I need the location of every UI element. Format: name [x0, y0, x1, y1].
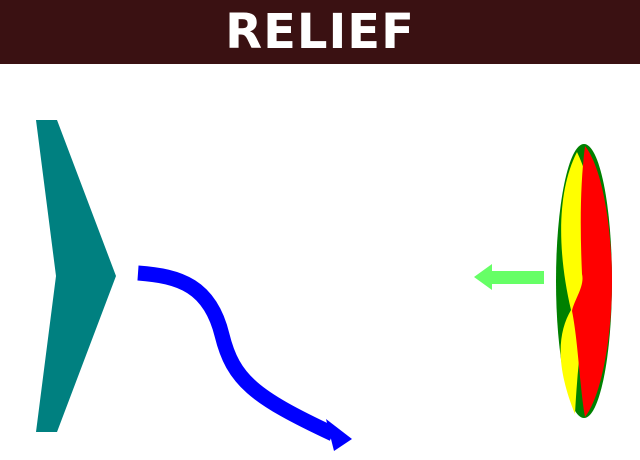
blue-curved-arrow-icon	[137, 265, 352, 451]
title-bar: RELIEF	[0, 0, 640, 64]
green-left-arrow-icon	[474, 264, 544, 290]
striped-ellipse-icon	[556, 144, 612, 418]
teal-chevron-icon	[36, 120, 116, 432]
diagram-title: RELIEF	[225, 4, 415, 60]
